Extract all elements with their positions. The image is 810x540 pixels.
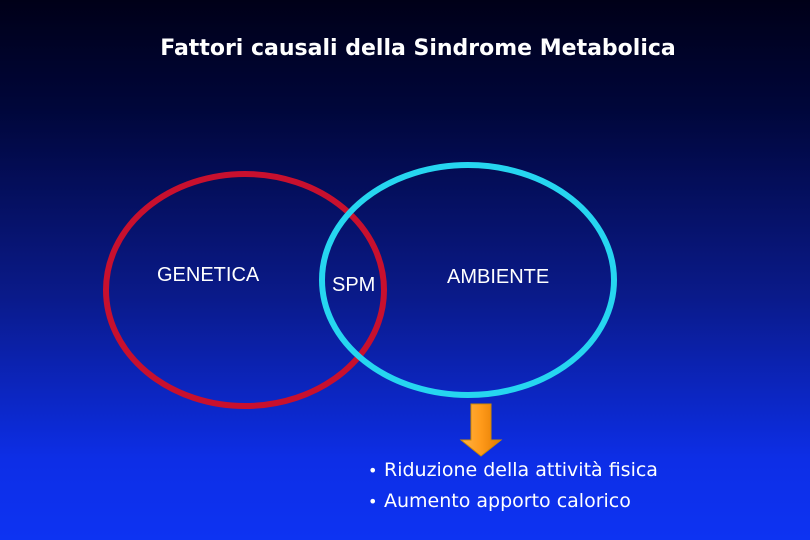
slide-title: Fattori causali della Sindrome Metabolic… [160, 36, 676, 61]
arrow-down-icon [459, 403, 503, 457]
effect-item: Aumento apporto calorico [368, 486, 658, 517]
ambiente-label: AMBIENTE [447, 266, 550, 288]
effects-list: Riduzione della attività fisica Aumento … [368, 455, 658, 517]
ambiente-circle [319, 162, 617, 398]
effect-item: Riduzione della attività fisica [368, 455, 658, 486]
spm-label: SPM [332, 274, 376, 296]
genetica-circle [103, 171, 387, 409]
genetica-label: GENETICA [157, 264, 260, 286]
